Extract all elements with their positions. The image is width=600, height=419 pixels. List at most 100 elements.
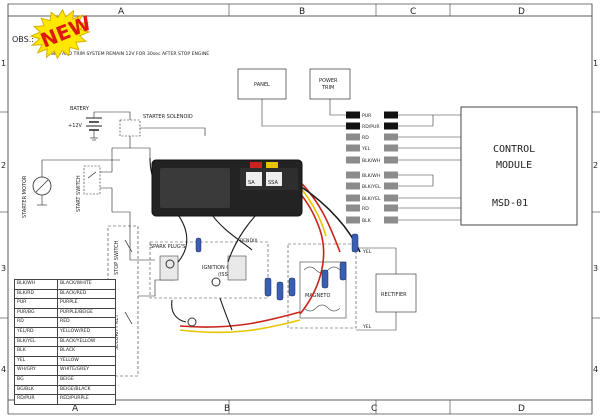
grid-col-c-bottom: C bbox=[371, 404, 377, 414]
legend-color-name: WHITE/GREY bbox=[57, 365, 116, 376]
connector-plug-right bbox=[384, 111, 398, 119]
legend-code: WH/GRY bbox=[14, 365, 58, 376]
connector-plug-right bbox=[384, 204, 398, 212]
drawing-frame bbox=[0, 3, 600, 415]
connector-plug-right bbox=[384, 216, 398, 224]
legend-color-name: BLACK/RED bbox=[57, 288, 116, 300]
signal-wires bbox=[261, 99, 461, 221]
battery-voltage-label: +12V bbox=[68, 123, 83, 129]
legend-code: BLK/YEL bbox=[14, 336, 58, 348]
control-module-label-3: MSD-01 bbox=[492, 198, 528, 209]
connector-label: BLK bbox=[362, 218, 372, 224]
connector-plug-left bbox=[346, 144, 360, 152]
connector-label: RD bbox=[362, 206, 369, 212]
connector-plug-left bbox=[346, 194, 360, 202]
connector-plug-left bbox=[346, 111, 360, 119]
connector-plug-left bbox=[346, 204, 360, 212]
connector-label: RD bbox=[362, 135, 369, 141]
grid-row-1-right: 1 bbox=[593, 59, 598, 68]
connector-plug-left bbox=[346, 171, 360, 179]
grid-col-d-bottom: D bbox=[518, 404, 525, 414]
obs-header: OBS.: bbox=[12, 35, 34, 44]
legend-code: YEL bbox=[14, 355, 58, 367]
grid-row-2-left: 2 bbox=[1, 161, 6, 170]
legend-color-name: BEIGE/BLACK bbox=[57, 384, 116, 396]
connector-block: PURRD/PURRDYELBLK/WHBLK/WHBLK/YELBLK/YEL… bbox=[346, 111, 398, 224]
panel-label: PANEL bbox=[254, 82, 270, 88]
yel-wire-label-1: YEL bbox=[362, 249, 372, 255]
connector-plug-right bbox=[384, 156, 398, 164]
connector-plug-left bbox=[346, 216, 360, 224]
stop-switch-label: STOP SWITCH bbox=[114, 240, 120, 275]
blue-terminals bbox=[195, 233, 359, 301]
legend-code: RD/PUR bbox=[14, 394, 58, 405]
legend-code: RD bbox=[14, 317, 58, 328]
legend-color-name: YELLOW bbox=[57, 355, 116, 367]
starter-solenoid-label: STARTER SOLENOID bbox=[143, 114, 193, 120]
connector-plug-left bbox=[346, 122, 360, 130]
connector-plug-right bbox=[384, 194, 398, 202]
magneto-enclosure bbox=[287, 243, 357, 329]
rectifier-label: RECTIFIER bbox=[381, 292, 407, 298]
bendix-label: BENDIX bbox=[240, 238, 258, 244]
legend-code: BLK/RD bbox=[14, 288, 58, 300]
grid-row-3-left: 3 bbox=[1, 264, 6, 273]
grid-col-b-bottom: B bbox=[224, 404, 230, 414]
ignition-coil-label-1: IGNITION COIL bbox=[202, 265, 238, 271]
grid-row-4-left: 4 bbox=[1, 365, 6, 374]
power-trim-box bbox=[309, 68, 351, 100]
connector-label: BLK/WH bbox=[362, 158, 380, 164]
legend-code: BG bbox=[14, 374, 58, 386]
legend-color-name: RED bbox=[57, 317, 116, 328]
battery-label: BATERY bbox=[70, 106, 90, 112]
start-switch-label: START SWITCH bbox=[76, 175, 82, 212]
connector-label: YEL bbox=[361, 146, 371, 152]
power-trim-label-1: POWER bbox=[319, 78, 338, 84]
connector-label: BLK/YEL bbox=[362, 184, 381, 190]
grid-col-a-top: A bbox=[118, 7, 125, 17]
grid-row-1-left: 1 bbox=[1, 59, 6, 68]
battery-symbol bbox=[86, 111, 131, 141]
rectifier-box bbox=[375, 273, 417, 313]
yel-wire-label-2: YEL bbox=[362, 324, 372, 330]
legend-color-name: YELLOW/RED bbox=[57, 326, 116, 338]
ignition-module bbox=[151, 159, 303, 217]
control-module-label-1: CONTROL bbox=[493, 144, 535, 155]
legend-code: YEL/RD bbox=[14, 326, 58, 338]
connector-plug-right bbox=[384, 182, 398, 190]
legend-color-name: BEIGE bbox=[57, 374, 116, 386]
legend-color-name: BLACK/YELLOW bbox=[57, 336, 116, 348]
legend-color-name: BLACK bbox=[57, 346, 116, 357]
legend-code: BLK bbox=[14, 346, 58, 357]
ignition-coil-label-2: (ISS) bbox=[218, 272, 230, 278]
box-label-ssa: SSA bbox=[268, 180, 278, 186]
ignition-enclosure bbox=[149, 241, 269, 299]
security-key-label: SECURITY KEY bbox=[114, 313, 120, 350]
connector-plug-right bbox=[384, 171, 398, 179]
connector-plug-right bbox=[384, 144, 398, 152]
connector-label: BLK/YEL bbox=[362, 196, 381, 202]
obs-note-line: PANEL AND TRIM SYSTEM REMAIN 12V FOR 30s… bbox=[46, 51, 209, 57]
ring-terminals bbox=[165, 259, 221, 327]
legend-color-name: RED/PURPLE bbox=[57, 394, 116, 405]
grid-row-2-right: 2 bbox=[593, 161, 598, 170]
connector-plug-left bbox=[346, 133, 360, 141]
connector-label: PUR bbox=[362, 113, 372, 119]
connector-plug-left bbox=[346, 182, 360, 190]
control-module-label-2: MODULE bbox=[496, 160, 532, 171]
